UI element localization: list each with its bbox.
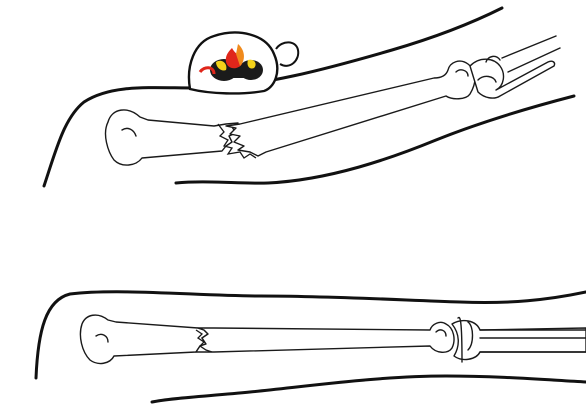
top-humerus-proximal [106,110,238,165]
bottom-humerus [80,315,208,363]
bottom-panel [36,292,586,402]
top-forearm-bones [470,59,555,98]
top-panel [44,8,574,186]
weight-bag-icon [189,33,298,94]
bottom-arm-lower-outline [152,376,586,402]
